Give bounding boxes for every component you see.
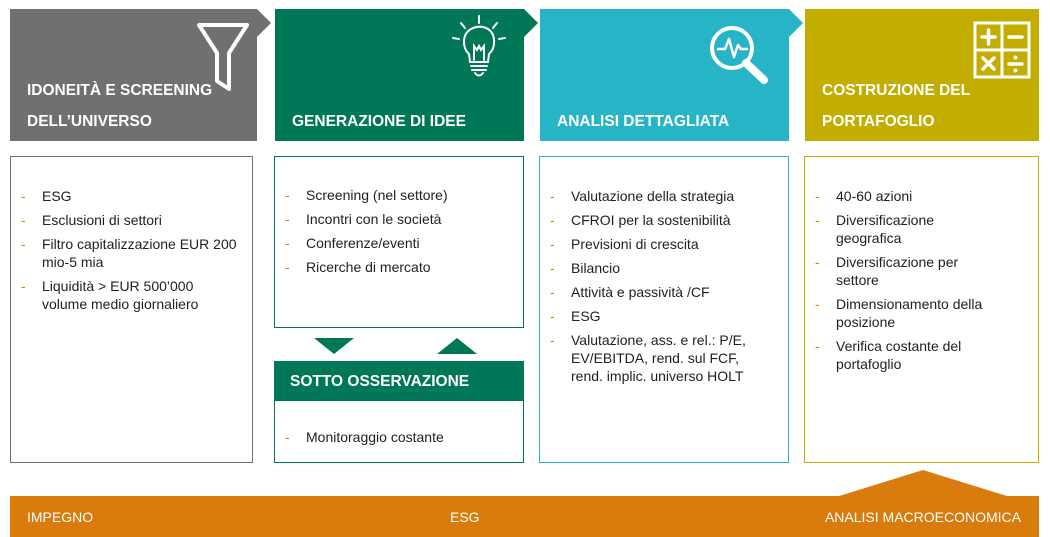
list-item: -Attività e passività /CF [550, 284, 710, 300]
list-item: -Liquidità > EUR 500’000 volume medio gi… [21, 278, 199, 312]
list-item: -Dimensionamento della posizione [815, 296, 983, 330]
filter-icon [197, 23, 249, 91]
list-item: -Ricerche di mercato [285, 259, 431, 275]
list-item: -ESG [21, 188, 72, 204]
list-item: -Monitoraggio costante [285, 429, 444, 445]
lightbulb-icon [452, 15, 506, 77]
list-item: -Esclusioni di settori [21, 212, 162, 228]
header-ideas: GENERAZIONE DI IDEE [275, 9, 524, 141]
list-item: -CFROI per la sostenibilità [550, 212, 731, 228]
criteria-box-ideas: -Screening (nel settore) -Incontri con l… [274, 156, 524, 328]
down-arrow-icon [314, 338, 354, 354]
list-item: -40-60 azioni [815, 188, 913, 204]
bottom-bar-peak [836, 470, 1010, 497]
header-portfolio: COSTRUZIONE DEL PORTAFOGLIO [805, 9, 1039, 141]
list-item: -Verifica costante del portafoglio [815, 338, 962, 372]
bottom-bar-center: ESG [450, 509, 480, 525]
list-item: -Previsioni di crescita [550, 236, 699, 252]
list-item: -Bilancio [550, 260, 621, 276]
header-arrow [789, 9, 803, 37]
list-item: -Filtro capitalizzazione EUR 200 mio-5 m… [21, 236, 237, 270]
header-arrow [524, 9, 538, 37]
list-item: -Valutazione, ass. e rel.: P/E, EV/EBITD… [550, 332, 746, 384]
criteria-box-portfolio: -40-60 azioni -Diversificazione geografi… [804, 156, 1039, 463]
criteria-box-analysis: -Valutazione della strategia -CFROI per … [539, 156, 789, 463]
bottom-bar-right: ANALISI MACROECONOMICA [824, 509, 1021, 525]
list-item: -Incontri con le società [285, 211, 442, 227]
up-arrow-icon [437, 338, 477, 354]
header-title: COSTRUZIONE DEL PORTAFOGLIO [822, 82, 970, 130]
list-item: -Diversificazione per settore [815, 254, 959, 288]
magnifier-pulse-icon [710, 26, 768, 84]
list-item: -ESG [550, 308, 601, 324]
bottom-bar-left: IMPEGNO [27, 509, 94, 525]
bottom-bar: IMPEGNO ESG ANALISI MACROECONOMICA [10, 496, 1039, 537]
list-item: -Conferenze/eventi [285, 235, 420, 251]
list-item: -Valutazione della strategia [550, 188, 735, 204]
calculator-icon [973, 21, 1031, 79]
header-title: IDONEITÀ E SCREENING DELL’UNIVERSO [27, 82, 213, 130]
header-arrow [257, 9, 271, 37]
criteria-box-screening: -ESG -Esclusioni di settori -Filtro capi… [10, 156, 253, 463]
header-analysis: ANALISI DETTAGLIATA [540, 9, 789, 141]
header-screening: IDONEITÀ E SCREENING DELL’UNIVERSO [10, 9, 257, 141]
watch-box: -Monitoraggio costante [274, 401, 524, 463]
watch-header: SOTTO OSSERVAZIONE [274, 361, 524, 402]
header-title: GENERAZIONE DI IDEE [292, 113, 466, 130]
list-item: -Diversificazione geografica [815, 212, 935, 246]
list-item: -Screening (nel settore) [285, 187, 448, 203]
header-title: ANALISI DETTAGLIATA [557, 113, 730, 130]
